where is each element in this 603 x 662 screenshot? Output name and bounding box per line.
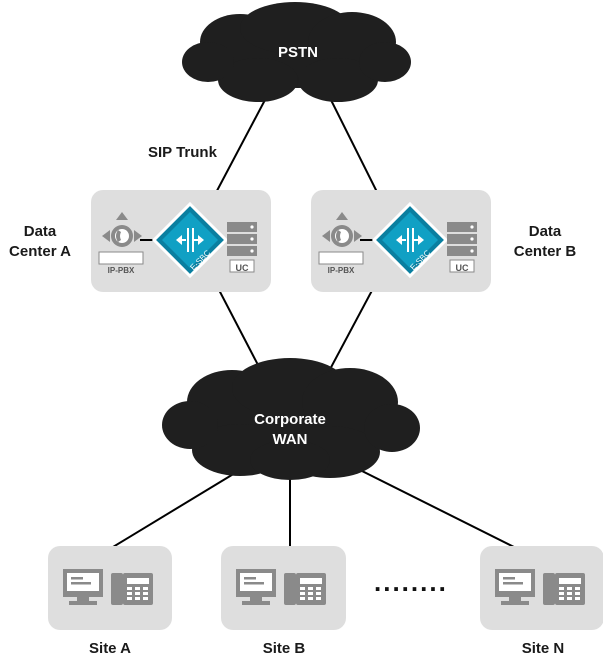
site-b-panel [221,546,346,630]
corporate-wan-line1: Corporate [254,411,326,428]
data-center-b-line1: Data [528,223,562,240]
uc-tag: UC [456,263,469,273]
sip-trunk-label: SIP Trunk [148,144,217,161]
corporate-wan-cloud [162,358,420,480]
site-n-label: Site N [521,640,565,657]
connection-lines [107,97,521,551]
corporate-wan-line2: WAN [272,431,308,448]
pstn-cloud [182,2,411,102]
more-sites-ellipsis: ........ [374,567,448,597]
site-a-panel [48,546,172,630]
site-b-label: Site B [262,640,306,657]
site-a-label: Site A [89,640,131,657]
ip-pbx-tag: IP-PBX [328,266,355,275]
corporate-wan-label: Corporate WAN [220,410,360,450]
site-n-panel [480,546,603,630]
ip-pbx-tag: IP-PBX [108,266,135,275]
data-center-a-line1: Data [23,223,57,240]
uc-tag: UC [236,263,249,273]
data-center-b-label: Data Center B [500,222,590,262]
data-center-b-line2: Center B [513,243,577,260]
pstn-label: PSTN [277,44,318,61]
data-center-a-line2: Center A [9,243,71,260]
data-center-a-label: Data Center A [0,222,80,262]
